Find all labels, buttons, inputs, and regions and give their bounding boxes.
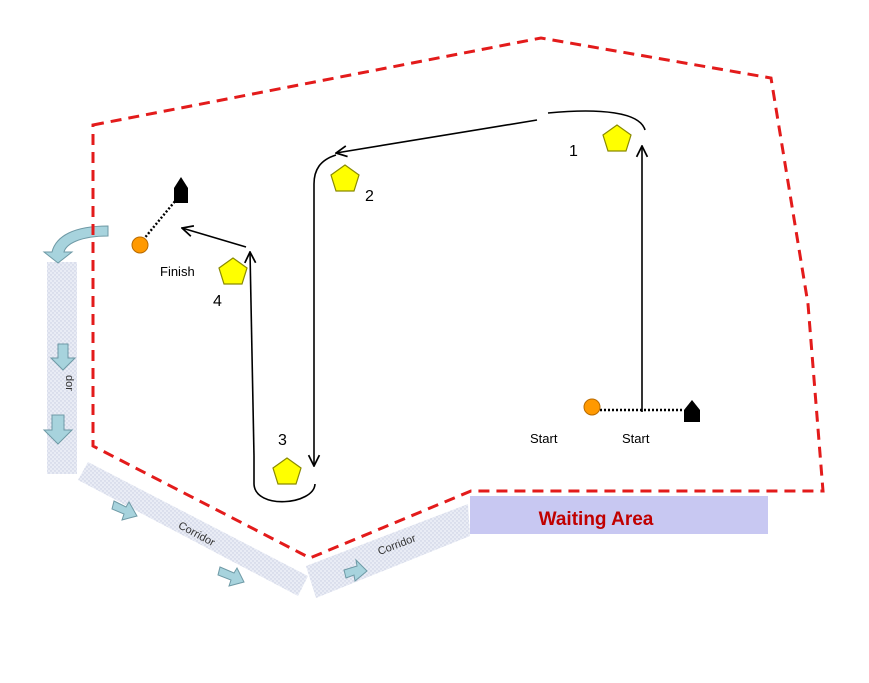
start-label-right: Start bbox=[622, 431, 650, 446]
finish-line bbox=[142, 199, 177, 241]
right-arrow-icon bbox=[217, 566, 245, 587]
committee-boat-icon bbox=[684, 400, 700, 422]
curved-arrow-icon bbox=[42, 225, 109, 264]
corridor-arrows bbox=[42, 225, 368, 587]
right-arrow-icon bbox=[111, 500, 138, 521]
leg-3-to-4 bbox=[250, 252, 254, 457]
leg-4-to-finish bbox=[182, 228, 247, 248]
down-arrow-icon bbox=[49, 343, 77, 371]
waiting-area: Waiting Area bbox=[470, 496, 768, 534]
start-label-left: Start bbox=[530, 431, 558, 446]
mark-3-buoy-icon bbox=[272, 457, 302, 485]
waiting-area-label: Waiting Area bbox=[539, 509, 654, 530]
rounding-mark-1 bbox=[547, 110, 646, 131]
mark-4-label: 4 bbox=[213, 293, 222, 310]
finish-label: Finish bbox=[160, 264, 195, 279]
mark-2-buoy-icon bbox=[330, 164, 360, 192]
down-arrow-icon bbox=[42, 414, 74, 445]
corridor-left-label: dor bbox=[63, 375, 75, 391]
waiting-area-box bbox=[470, 496, 768, 534]
mark-1-buoy-icon bbox=[602, 124, 632, 152]
right-arrow-icon bbox=[343, 558, 368, 582]
course-boundary bbox=[91, 36, 825, 560]
course-path bbox=[182, 110, 646, 503]
rounding-mark-3 bbox=[253, 456, 316, 503]
leg-1-to-2 bbox=[336, 119, 538, 153]
mark-4-buoy-icon bbox=[218, 257, 248, 285]
mark-2-label: 2 bbox=[365, 188, 374, 205]
rounding-mark-2 bbox=[313, 154, 337, 185]
finish-boat-icon bbox=[174, 177, 188, 203]
mark-3-label: 3 bbox=[278, 432, 287, 449]
corridor-bottom-left: Corridor bbox=[78, 462, 308, 596]
start-pin-buoy-icon bbox=[583, 398, 601, 416]
finish-pin-buoy-icon bbox=[131, 236, 149, 254]
mark-1-label: 1 bbox=[569, 143, 578, 160]
